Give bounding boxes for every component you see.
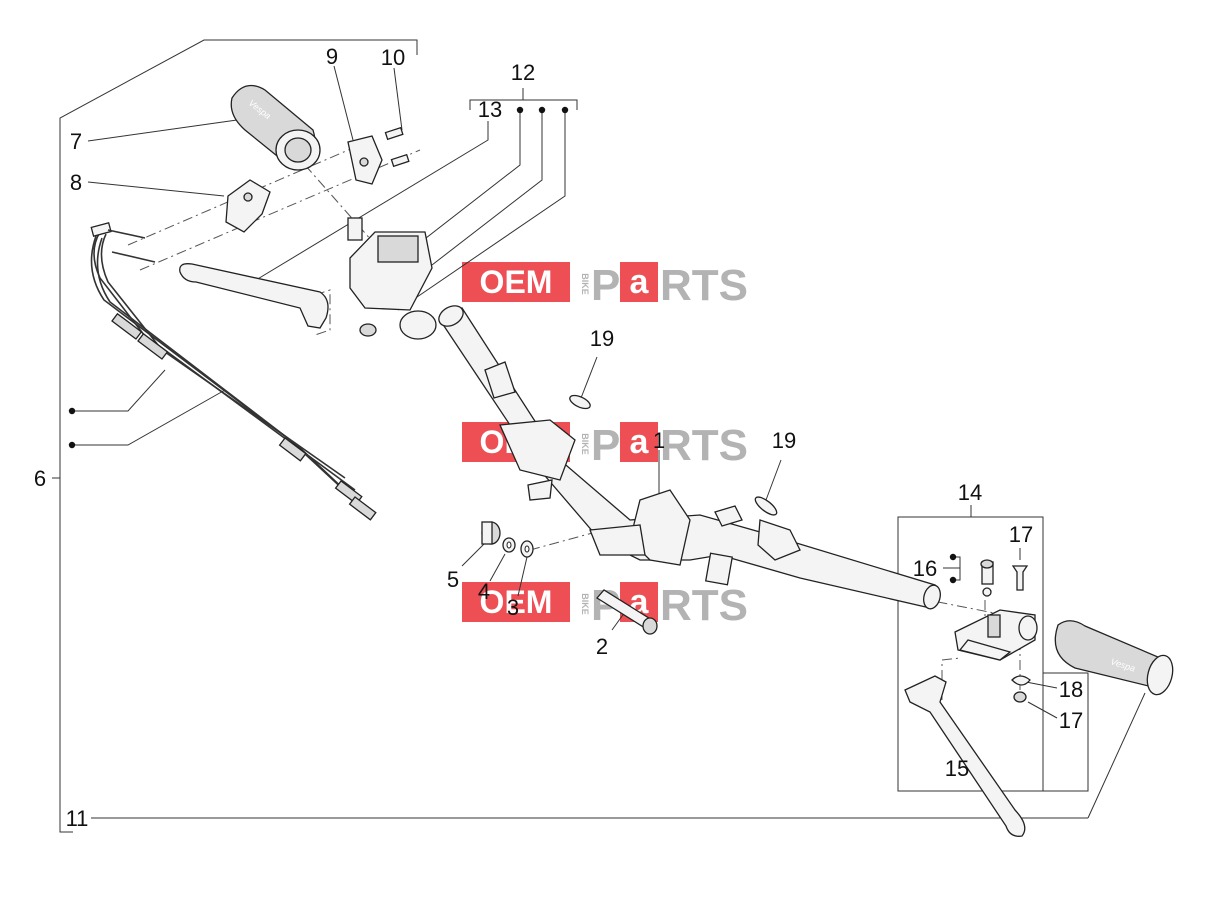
callout-labels: 1 2 3 4 5 6 7 8 9 10 11 12 13 14 15 16 1… <box>34 44 1083 831</box>
watermark-rts-text: RTS <box>660 421 748 470</box>
ring-19-left-part <box>569 394 591 410</box>
callout-12: 12 <box>511 60 535 85</box>
callout-19-left: 19 <box>590 326 614 351</box>
callout-3: 3 <box>507 595 519 620</box>
washer-4-part <box>502 537 516 553</box>
watermark-top: OEM BIKE P a RTS <box>462 261 748 310</box>
callout-2: 2 <box>596 634 608 659</box>
callout-10: 10 <box>381 45 405 70</box>
washer-3-part <box>520 540 534 558</box>
watermark-bottom: OEM BIKE P a RTS <box>462 581 748 630</box>
master-cylinder-part <box>347 217 437 340</box>
callout-16: 16 <box>913 556 937 581</box>
watermark-a-text: a <box>630 423 650 461</box>
watermark-a-text: a <box>630 263 650 301</box>
callout-4: 4 <box>478 579 490 604</box>
left-grip-part: Vespa <box>230 84 321 171</box>
callout-9: 9 <box>326 44 338 69</box>
callout-17-top: 17 <box>1009 522 1033 547</box>
right-grip-part: Vespa <box>1054 620 1174 696</box>
watermark-bike-text: BIKE <box>580 593 590 615</box>
right-lever-bracket-part <box>954 609 1038 661</box>
callout-19-right: 19 <box>772 428 796 453</box>
callout-15: 15 <box>945 756 969 781</box>
callout-13: 13 <box>478 97 502 122</box>
group-box-14 <box>897 505 1089 792</box>
screw-16-part <box>980 559 994 597</box>
screw-pair-part <box>384 126 410 168</box>
screw-17-top-part <box>1011 565 1029 591</box>
callout-11: 11 <box>66 806 89 831</box>
watermark-p-text: P <box>591 421 620 470</box>
clip-18-part <box>1011 675 1031 686</box>
watermark-bike-text: BIKE <box>580 273 590 295</box>
callout-5: 5 <box>447 567 459 592</box>
left-brake-lever-part <box>179 263 329 329</box>
clamp-part <box>225 179 271 233</box>
callout-8: 8 <box>70 170 82 195</box>
callout-6: 6 <box>34 466 46 491</box>
bullet-dots <box>68 106 957 584</box>
watermark-rts-text: RTS <box>660 581 748 630</box>
watermark-oem-text: OEM <box>480 584 553 620</box>
watermark-bike-text: BIKE <box>580 433 590 455</box>
callout-1: 1 <box>653 428 665 453</box>
watermark-oem-text: OEM <box>480 264 553 300</box>
watermark-rts-text: RTS <box>660 261 748 310</box>
group-bracket-6-11 <box>52 39 418 833</box>
lever-clamp-part <box>347 135 383 185</box>
handlebar-frame-part <box>438 305 941 610</box>
spacer-5-part <box>481 521 501 545</box>
callout-14: 14 <box>958 480 982 505</box>
group-bracket-12 <box>469 88 578 110</box>
leader-lines <box>72 65 1146 819</box>
callout-18: 18 <box>1059 677 1083 702</box>
nut-17-bottom-part <box>1013 691 1027 703</box>
callout-17-bottom: 17 <box>1059 708 1083 733</box>
callout-7: 7 <box>70 129 82 154</box>
watermark-p-text: P <box>591 261 620 310</box>
cable-assembly-part <box>90 222 377 521</box>
right-brake-lever-part <box>904 675 1026 837</box>
bolt-2-part <box>596 589 658 635</box>
ring-19-right-part <box>754 496 778 516</box>
